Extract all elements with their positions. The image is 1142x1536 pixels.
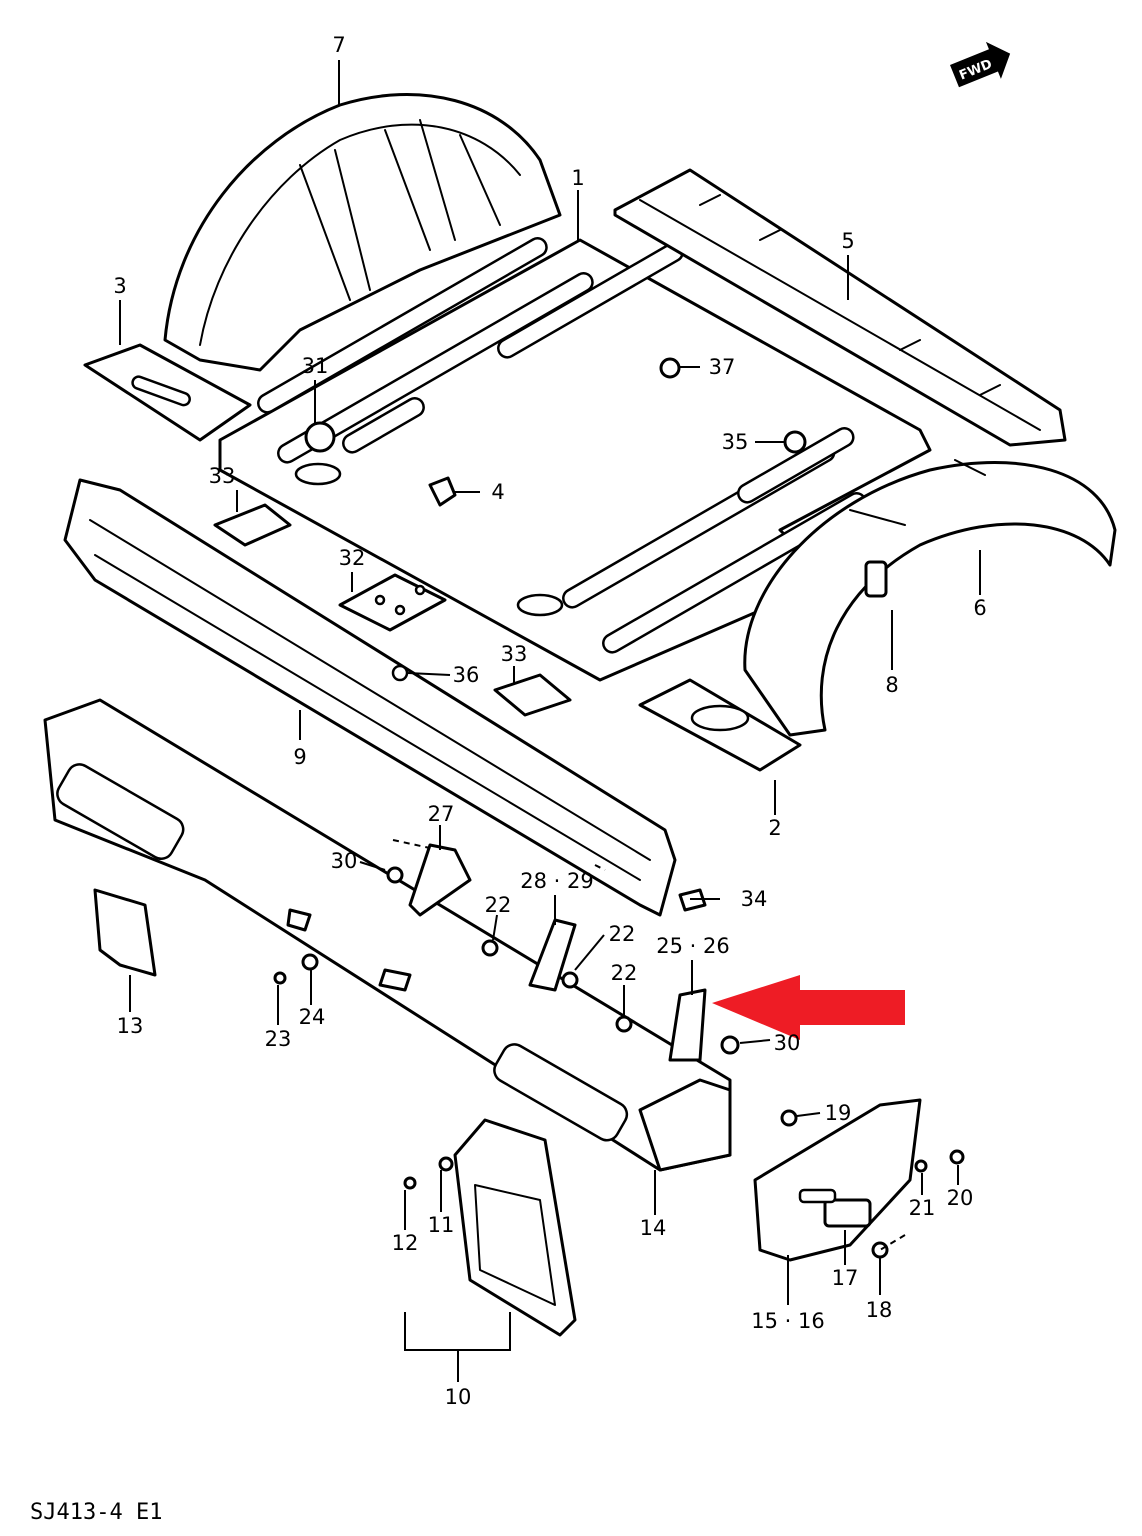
callout-2: 2 bbox=[768, 816, 781, 840]
fwd-badge: FWD bbox=[950, 41, 1011, 88]
bracket-left bbox=[83, 343, 252, 442]
callout-22-b: 22 bbox=[609, 922, 636, 946]
small-brackets bbox=[213, 503, 572, 717]
leader-lines bbox=[119, 60, 981, 1382]
callout-24: 24 bbox=[299, 1005, 326, 1029]
cross-member bbox=[613, 168, 1067, 447]
callout-15-16: 15 · 16 bbox=[751, 1309, 824, 1333]
callout-33-upper: 33 bbox=[209, 464, 236, 488]
callout-6: 6 bbox=[973, 596, 986, 620]
wheel-house-right bbox=[743, 459, 1117, 737]
callout-4: 4 bbox=[491, 480, 504, 504]
callout-35: 35 bbox=[722, 430, 749, 454]
callout-32: 32 bbox=[339, 546, 366, 570]
callout-36: 36 bbox=[453, 663, 480, 687]
callout-22-c: 22 bbox=[611, 961, 638, 985]
callout-17: 17 bbox=[832, 1266, 859, 1290]
callout-11: 11 bbox=[428, 1213, 455, 1237]
corner-garnish bbox=[753, 1098, 922, 1262]
rear-floor-panel bbox=[218, 237, 932, 682]
callout-23: 23 bbox=[265, 1027, 292, 1051]
callout-21: 21 bbox=[909, 1196, 936, 1220]
figure-code: SJ413-4 E1 bbox=[30, 1500, 162, 1525]
callout-3: 3 bbox=[113, 274, 126, 298]
highlight-arrow bbox=[712, 975, 905, 1040]
callout-20: 20 bbox=[947, 1186, 974, 1210]
callout-37: 37 bbox=[709, 355, 736, 379]
rear-bumper bbox=[43, 698, 732, 1172]
side-sill bbox=[63, 478, 677, 917]
bracket-13 bbox=[93, 888, 157, 977]
callout-33-lower: 33 bbox=[501, 642, 528, 666]
callout-1: 1 bbox=[571, 166, 584, 190]
callout-9: 9 bbox=[293, 745, 306, 769]
callout-8: 8 bbox=[885, 673, 898, 697]
wheel-house-left bbox=[163, 93, 562, 372]
bracket-right bbox=[638, 678, 802, 772]
callout-31: 31 bbox=[302, 354, 329, 378]
callout-25-26: 25 · 26 bbox=[656, 934, 729, 958]
callout-27: 27 bbox=[428, 802, 455, 826]
callout-18: 18 bbox=[866, 1298, 893, 1322]
callout-30-right: 30 bbox=[774, 1031, 801, 1055]
callout-19: 19 bbox=[825, 1101, 852, 1125]
callout-28-29: 28 · 29 bbox=[520, 869, 593, 893]
callout-34: 34 bbox=[741, 887, 768, 911]
callout-30-left: 30 bbox=[331, 849, 358, 873]
brackets-center bbox=[273, 357, 965, 1259]
callout-7: 7 bbox=[332, 33, 345, 57]
mud-flap bbox=[453, 1118, 577, 1337]
callout-10: 10 bbox=[445, 1385, 472, 1409]
callout-13: 13 bbox=[117, 1014, 144, 1038]
callout-12: 12 bbox=[392, 1231, 419, 1255]
callout-22-a: 22 bbox=[485, 893, 512, 917]
callout-labels: 7 1 5 3 31 37 35 4 33 32 33 36 9 6 8 2 3… bbox=[113, 33, 986, 1409]
callout-14: 14 bbox=[640, 1216, 667, 1240]
callout-5: 5 bbox=[841, 229, 854, 253]
